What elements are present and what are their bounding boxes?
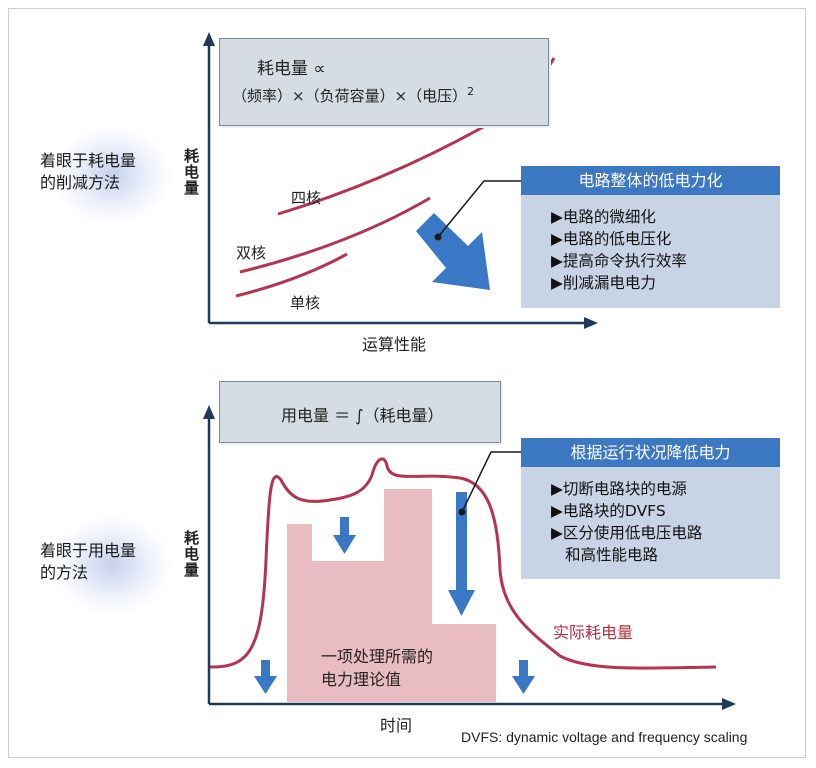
actual-power-label: 实际耗电量: [553, 623, 634, 642]
top-info-item: ▶提高命令执行效率: [551, 252, 687, 270]
top-x-axis-arrowhead: [584, 317, 598, 329]
bottom-formula-box: 用电量 ＝ ∫（耗电量）: [219, 381, 501, 443]
bottom-side-label: 着眼于用电量 的方法: [40, 541, 137, 582]
top-pointer-dot: [434, 233, 442, 241]
bottom-info-box: 根据运行状况降低电力 ▶切断电路块的电源 ▶电路块的DVFS ▶区分使用低电压电…: [521, 438, 780, 579]
bottom-pointer-line: [461, 451, 524, 513]
top-formula-line1: 耗电量 ∝: [257, 59, 326, 79]
down-arrow-right: [512, 660, 535, 694]
top-formula-line2-text: （频率）×（负荷容量）×（电压）: [232, 87, 468, 105]
down-arrow-mid: [333, 517, 356, 554]
reduction-arrow: [416, 213, 490, 290]
single-core-label: 单核: [290, 294, 321, 312]
bottom-pointer-dot: [458, 508, 466, 516]
quad-core-label: 四核: [291, 189, 322, 207]
down-arrow-long: [448, 492, 475, 616]
top-x-axis-label: 运算性能: [362, 335, 427, 354]
top-info-item: ▶电路的低电压化: [551, 230, 672, 248]
quad-core-curve-tail: [546, 57, 556, 69]
bottom-info-item: 和高性能电路: [565, 546, 659, 564]
bottom-y-axis-arrowhead: [203, 405, 215, 419]
theory-label-line2: 电力理论值: [321, 670, 402, 689]
top-side-halo: [52, 125, 172, 225]
bottom-formula-text: 用电量 ＝ ∫（耗电量）: [281, 406, 444, 425]
top-info-item: ▶削减漏电电力: [551, 274, 656, 292]
dual-core-label: 双核: [236, 244, 267, 262]
top-y-axis-arrowhead: [203, 32, 215, 46]
bottom-side-halo: [52, 515, 172, 615]
top-formula-superscript: 2: [467, 85, 475, 98]
theory-label-line1: 一项处理所需的: [321, 647, 434, 666]
top-formula-line2: （频率）×（负荷容量）×（电压）2: [232, 85, 474, 106]
single-core-curve: [235, 252, 348, 298]
bottom-x-axis-arrowhead: [722, 698, 736, 710]
theoretical-power-area: [287, 489, 496, 702]
top-formula-box: 耗电量 ∝ （频率）×（负荷容量）×（电压）2: [219, 38, 549, 126]
dvfs-footnote: DVFS: dynamic voltage and frequency scal…: [461, 729, 748, 745]
dual-core-curve: [239, 196, 431, 274]
bottom-x-axis-label: 时间: [380, 716, 413, 735]
bottom-info-item: ▶区分使用低电压电路: [551, 524, 703, 542]
bottom-info-item: ▶切断电路块的电源: [551, 480, 687, 498]
top-y-axis-label: 耗电量: [182, 148, 200, 196]
top-info-title: 电路整体的低电力化: [521, 166, 780, 195]
actual-power-curve: [208, 457, 717, 670]
top-side-label: 着眼于耗电量 的削减方法: [40, 151, 137, 192]
top-info-item: ▶电路的微细化: [551, 208, 656, 226]
top-info-box: 电路整体的低电力化 ▶电路的微细化 ▶电路的低电压化 ▶提高命令执行效率 ▶削减…: [521, 166, 780, 308]
bottom-info-title: 根据运行状况降低电力: [521, 438, 780, 467]
quad-core-curve: [277, 120, 493, 216]
down-arrow-left: [254, 660, 277, 694]
bottom-y-axis-label: 耗电量: [182, 530, 200, 578]
bottom-info-item: ▶电路块的DVFS: [551, 502, 666, 520]
top-pointer-line: [437, 180, 524, 238]
